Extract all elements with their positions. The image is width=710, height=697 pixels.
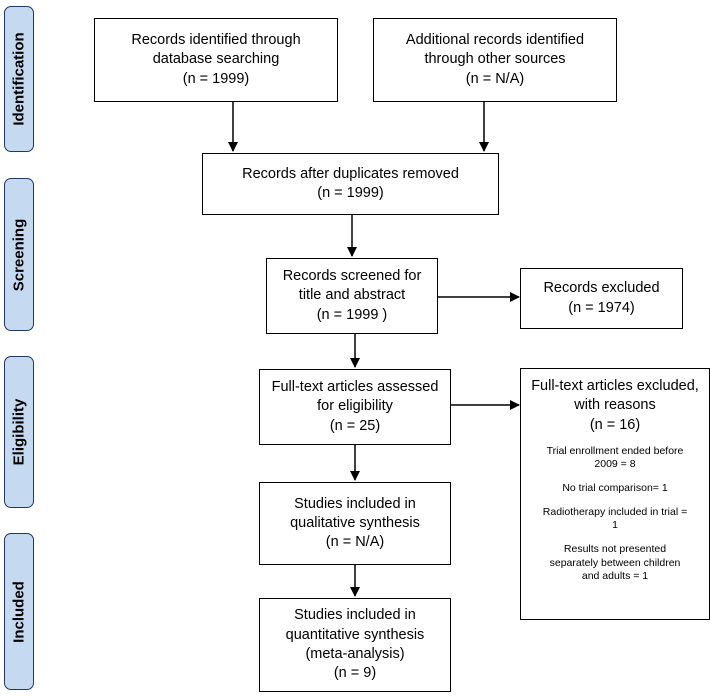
reason-not-separated: Results not presented separately between…	[550, 543, 681, 584]
database-search-line-2: database searching	[152, 51, 280, 68]
box-fulltext-assessed: Full-text articles assessed for eligibil…	[259, 369, 451, 445]
other-sources-count: (n = N/A)	[465, 70, 525, 87]
reason-not-separated-line-2: separately between children	[549, 556, 681, 569]
box-other-sources: Additional records identified through ot…	[373, 18, 617, 102]
database-search-line-1: Records identified through	[131, 32, 301, 49]
fulltext-excluded-line-2: with reasons	[574, 397, 656, 414]
box-fulltext-excluded: Full-text articles excluded, with reason…	[520, 368, 710, 620]
reason-radiotherapy: Radiotherapy included in trial = 1	[543, 506, 687, 533]
fulltext-assessed-count: (n = 25)	[329, 417, 381, 434]
quantitative-line-2: quantitative synthesis	[285, 626, 425, 643]
database-search-count: (n = 1999)	[182, 70, 250, 87]
screened-line-1: Records screened for	[282, 268, 422, 285]
qualitative-line-2: qualitative synthesis	[290, 514, 420, 531]
other-sources-line-2: through other sources	[424, 51, 566, 68]
quantitative-line-3: (meta-analysis)	[305, 646, 405, 662]
screened-line-2: title and abstract	[298, 287, 406, 304]
box-qualitative: Studies included in qualitative synthesi…	[259, 482, 451, 565]
box-database-search: Records identified through database sear…	[94, 18, 338, 102]
fulltext-excluded-line-1: Full-text articles excluded,	[531, 378, 699, 394]
excluded-line-1: Records excluded	[543, 280, 660, 297]
reason-enrollment: Trial enrollment ended before 2009 = 8	[547, 445, 684, 472]
phase-included-label: Included	[4, 533, 34, 690]
after-duplicates-line-1: Records after duplicates removed	[242, 165, 459, 182]
reason-radiotherapy-line-2: 1	[612, 519, 618, 532]
quantitative-line-1: Studies included in	[294, 607, 416, 624]
reason-enrollment-line-1: Trial enrollment ended before	[546, 444, 684, 457]
phase-eligibility-label: Eligibility	[4, 356, 34, 508]
screened-count: (n = 1999 )	[316, 306, 388, 323]
box-after-duplicates: Records after duplicates removed (n = 19…	[202, 153, 499, 215]
box-screened: Records screened for title and abstract …	[266, 258, 438, 334]
excluded-count: (n = 1974)	[568, 299, 635, 316]
qualitative-line-1: Studies included in	[294, 495, 416, 512]
other-sources-line-1: Additional records identified	[405, 32, 585, 49]
phase-screening-label: Screening	[4, 178, 34, 331]
fulltext-assessed-line-1: Full-text articles assessed	[271, 379, 439, 396]
reason-not-separated-line-1: Results not presented	[563, 543, 667, 556]
after-duplicates-count: (n = 1999)	[317, 185, 384, 201]
phase-identification-label: Identification	[4, 6, 34, 152]
box-excluded: Records excluded (n = 1974)	[520, 268, 683, 329]
reason-no-comparison-line-1: No trial comparison= 1	[562, 482, 668, 495]
fulltext-assessed-line-2: for eligibility	[317, 398, 393, 415]
reason-not-separated-line-3: and adults = 1	[581, 570, 649, 583]
reason-radiotherapy-line-1: Radiotherapy included in trial =	[542, 505, 688, 518]
fulltext-excluded-count: (n = 16)	[589, 416, 641, 433]
box-quantitative: Studies included in quantitative synthes…	[259, 598, 451, 692]
reason-no-comparison: No trial comparison= 1	[562, 482, 667, 496]
qualitative-count: (n = N/A)	[325, 534, 385, 551]
reason-enrollment-line-2: 2009 = 8	[594, 458, 636, 471]
quantitative-count: (n = 9)	[333, 665, 377, 682]
